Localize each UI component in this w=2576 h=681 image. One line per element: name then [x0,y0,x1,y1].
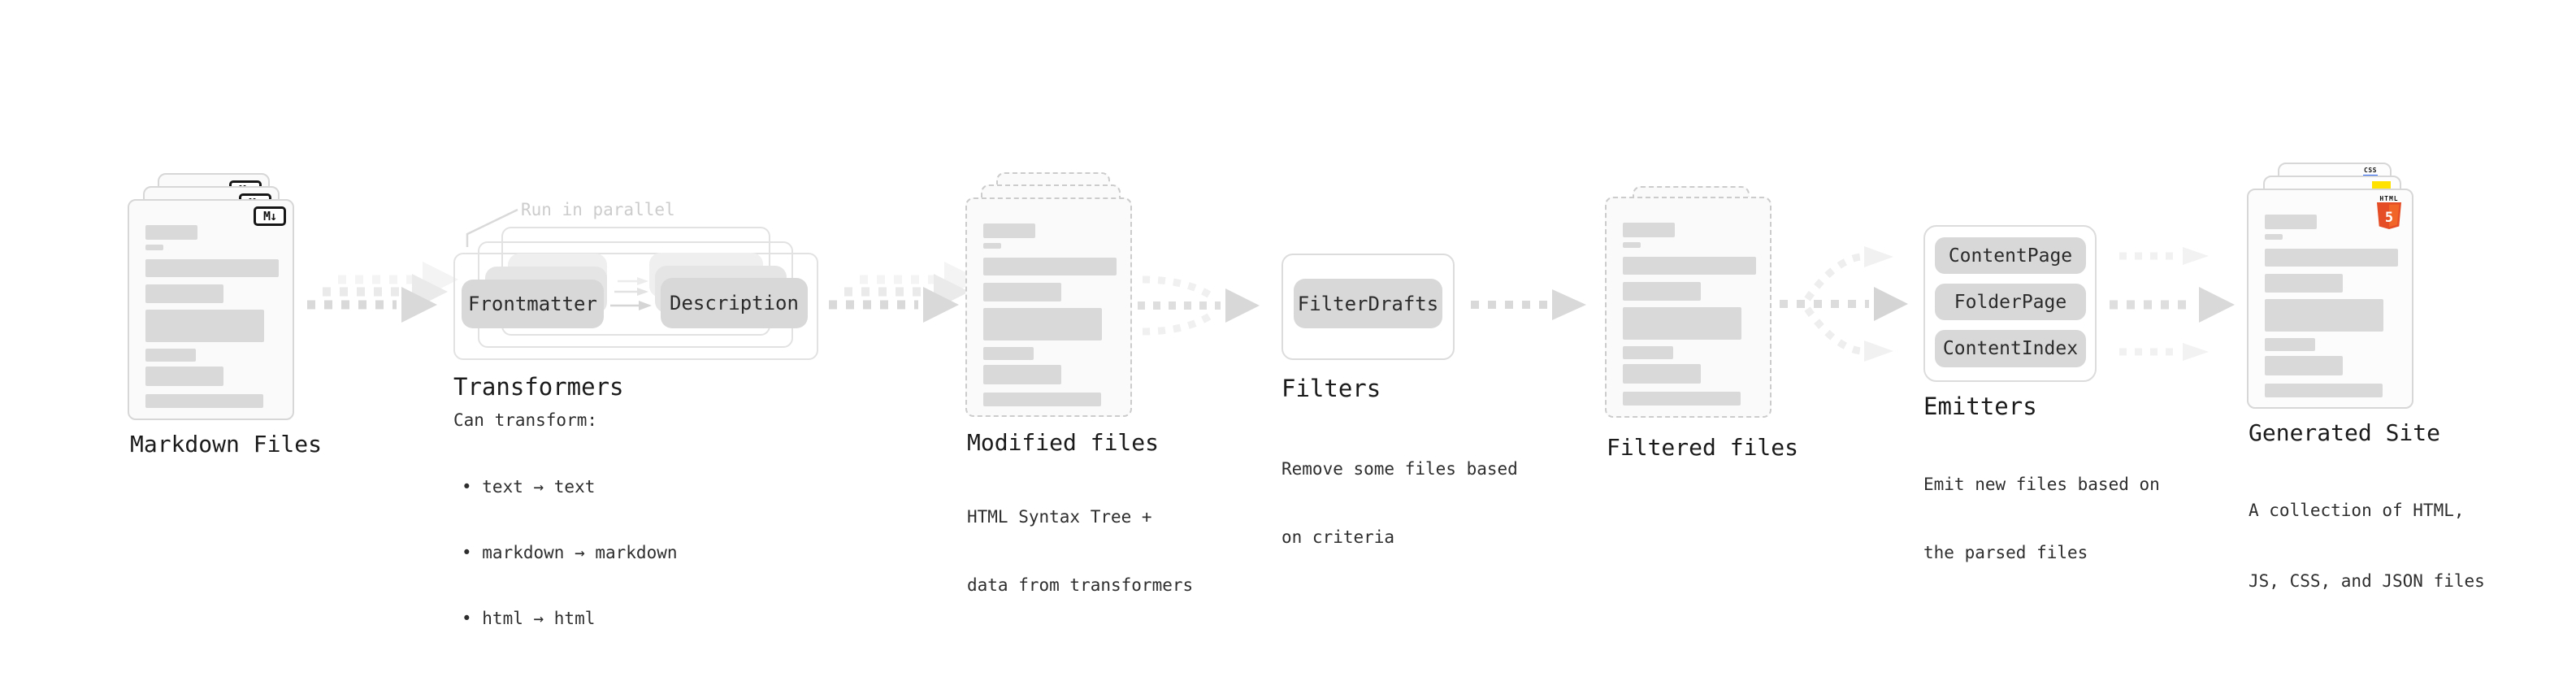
modified-files-caption: HTML Syntax Tree + data from transformer… [967,460,1193,642]
content-line-bar [2265,274,2343,293]
frontmatter-chip: Frontmatter [462,280,604,328]
filters-caption-line: on criteria [1281,527,1395,547]
content-line-bar [983,365,1061,384]
emitters-caption: Emit new files based on the parsed files [1923,427,2160,609]
content-line-bar [2265,338,2315,351]
transformers-caption-title: Can transform: [453,410,598,430]
content-line-bar [145,349,196,362]
generated-site-caption-line: JS, CSS, and JSON files [2249,571,2485,591]
html5-icon: HTML 5 [2375,195,2403,229]
arrow-filters-to-filtered [1471,289,1586,320]
transformers-label: Transformers [453,373,624,401]
content-line-bar [1623,223,1675,237]
content-line-bar [983,347,1034,360]
svg-text:5: 5 [2385,210,2393,226]
file-content-bars [983,223,1117,406]
file-content-bars [1623,223,1756,406]
generated-site-label: Generated Site [2249,419,2441,446]
content-line-bar [2265,234,2283,240]
content-line-bar [145,284,223,303]
emitters-label: Emitters [1923,393,2037,420]
filters-caption-line: Remove some files based [1281,459,1518,479]
generated-site-caption: A collection of HTML, JS, CSS, and JSON … [2249,452,2485,640]
run-in-parallel-leader-line [466,208,518,247]
content-line-bar [1623,364,1701,384]
filters-label: Filters [1281,375,1381,402]
emitters-caption-line: Emit new files based on [1923,475,2160,494]
transformers-bullet: • text → text [462,477,596,497]
arrow-emitters-to-site-middle [2110,287,2235,323]
content-line-bar [2265,215,2317,229]
contentindex-chip: ContentIndex [1935,330,2086,367]
content-line-bar [145,394,263,408]
transform-flow-arrows [610,277,652,310]
arrow-emitters-to-site-top [2119,247,2209,265]
file-content-bars [145,225,279,408]
content-line-bar [1623,307,1741,340]
content-line-bar [1623,242,1641,248]
modified-files-caption-line: HTML Syntax Tree + [967,507,1152,527]
arrow-transformers-to-modified [829,262,980,323]
arrow-filtered-to-emitters [1780,246,1908,362]
content-line-bar [2265,249,2398,267]
transformers-box-front [453,253,818,360]
filterdrafts-chip: FilterDrafts [1294,279,1442,328]
filters-caption: Remove some files based on criteria [1281,412,1518,594]
content-line-bar [145,225,197,240]
html5-shield: 5 [2377,202,2401,229]
modified-files-caption-line: data from transformers [967,575,1194,595]
content-line-bar [145,245,163,250]
transformers-bullet-list: • text → text • markdown → markdown • ht… [462,432,678,674]
html5-icon-word: HTML [2379,195,2399,202]
markdown-icon: M↓ [254,206,286,226]
filtered-file-card-front [1605,197,1772,418]
contentpage-chip: ContentPage [1935,237,2086,274]
transformers-bullet: • html → html [462,609,596,628]
content-line-bar [145,367,223,386]
content-line-bar [145,310,264,342]
content-line-bar [983,308,1102,340]
content-line-bar [983,223,1035,238]
modified-file-card-front [965,197,1132,417]
modified-files-label: Modified files [967,429,1160,456]
content-line-bar [983,243,1001,249]
transformers-bullet: • markdown → markdown [462,543,678,562]
filtered-files-label: Filtered files [1607,434,1799,461]
content-line-bar [983,283,1061,301]
content-line-bar [1623,346,1673,359]
content-line-bar [1623,392,1741,406]
generated-site-caption-line: A collection of HTML, [2249,501,2465,520]
css-icon-word: CSS [2364,167,2377,174]
arrow-modified-to-filters [1138,275,1260,336]
site-file-card-html: HTML 5 [2247,189,2413,409]
content-line-bar [145,259,279,277]
run-in-parallel-annotation: Run in parallel [521,200,675,219]
folderpage-chip: FolderPage [1935,284,2086,320]
description-chip: Description [661,278,808,328]
arrow-emitters-to-site-bottom [2119,343,2209,361]
arrow-markdown-to-transformers [307,262,458,323]
content-line-bar [1623,257,1756,275]
markdown-files-label: Markdown Files [130,431,323,458]
content-line-bar [2265,384,2383,397]
content-line-bar [1623,282,1701,301]
emitters-caption-line: the parsed files [1923,543,2088,562]
content-line-bar [2265,299,2383,332]
content-line-bar [2265,356,2343,375]
file-content-bars [2265,215,2398,397]
content-line-bar [983,393,1101,406]
markdown-file-card-front: M↓ [128,199,294,420]
content-line-bar [983,258,1117,275]
